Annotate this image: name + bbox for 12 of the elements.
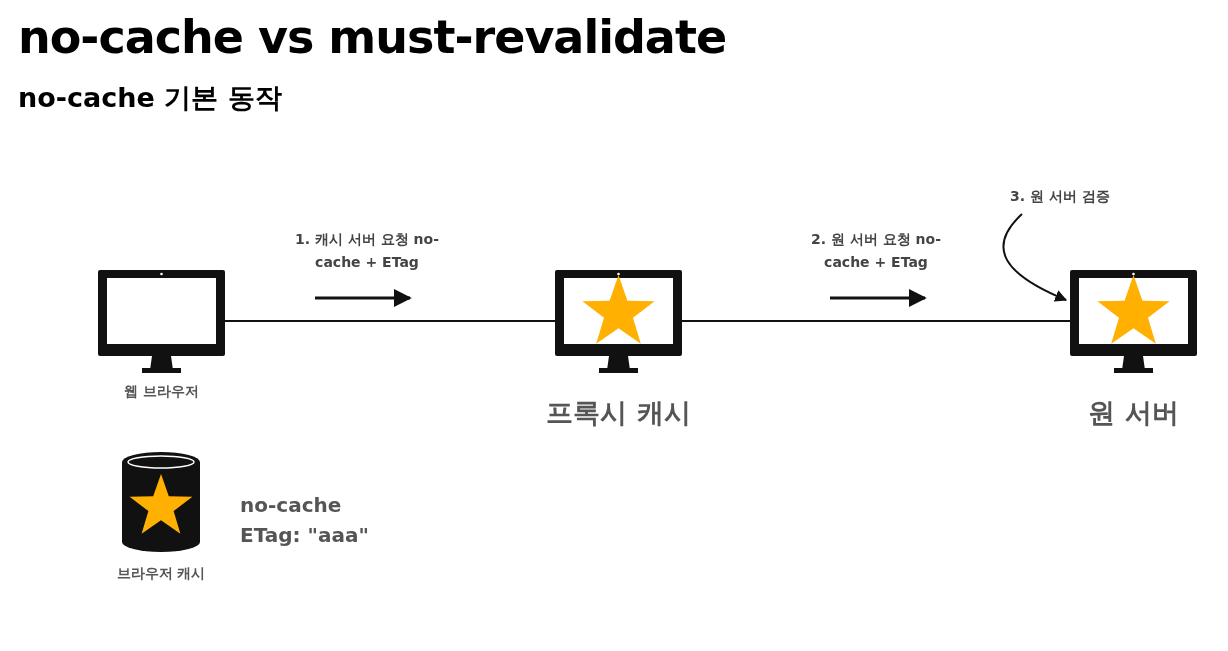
node-caption: 프록시 캐시 bbox=[545, 396, 692, 430]
node-caption: 원 서버 bbox=[1087, 396, 1180, 430]
node-caption: 브라우저 캐시 bbox=[115, 565, 207, 583]
annotation-text: 3. 원 서버 검증 bbox=[1010, 188, 1111, 206]
curved-arrow bbox=[1002, 213, 1068, 302]
beside-text: no-cache bbox=[240, 492, 343, 519]
beside-text: ETag: "aaa" bbox=[240, 522, 370, 549]
connector-line bbox=[224, 320, 556, 322]
connector-line bbox=[681, 320, 1071, 322]
node-caption: 웹 브라우저 bbox=[123, 383, 200, 401]
subtitle: no-cache 기본 동작 bbox=[18, 81, 282, 115]
title: no-cache vs must-revalidate bbox=[18, 10, 727, 64]
